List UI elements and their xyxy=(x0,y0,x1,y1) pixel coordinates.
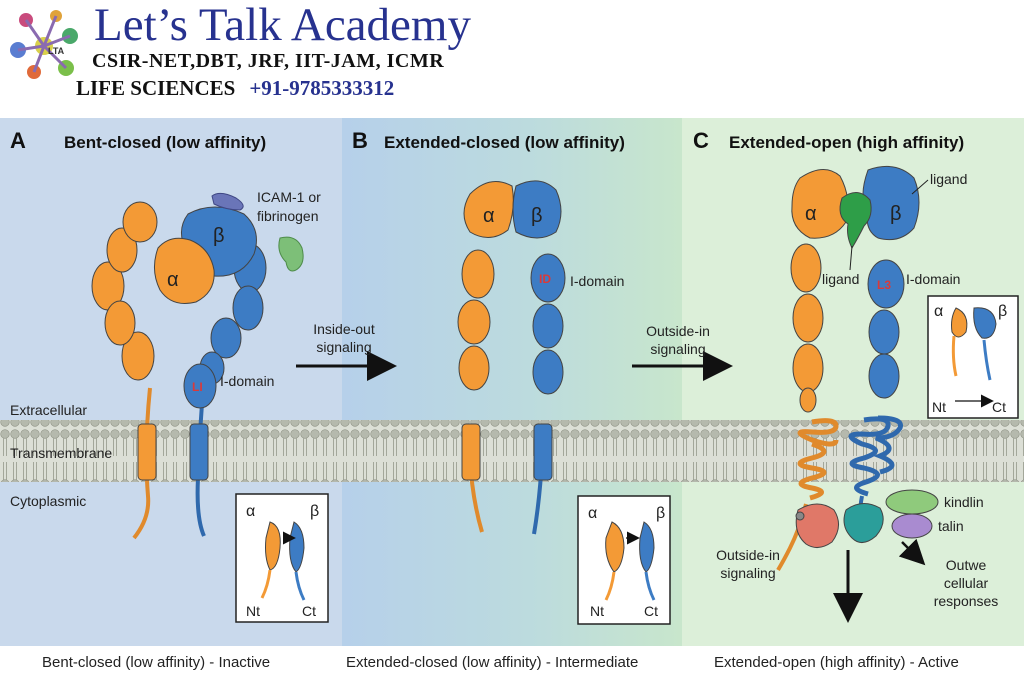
arrow-1-line2: signaling xyxy=(316,339,371,355)
inset-b-ct: Ct xyxy=(644,603,658,619)
beta-transmembrane-domain xyxy=(189,423,209,481)
inset-a-nt: Nt xyxy=(246,603,260,619)
inset-b-nt: Nt xyxy=(590,603,604,619)
ligand-mid-leader xyxy=(849,245,853,271)
panel-c-domain-tag: L3 xyxy=(877,278,891,292)
brand-phone: +91-9785333312 xyxy=(249,76,395,100)
inset-c-ct: Ct xyxy=(992,399,1006,415)
alpha-transmembrane-domain xyxy=(137,423,157,481)
arrow-2-line1: Outside-in xyxy=(646,323,710,339)
panel-a-i-domain xyxy=(183,363,217,409)
panel-c-letter: C xyxy=(693,128,709,153)
inset-a-beta: β xyxy=(310,503,319,520)
panel-b-alpha-head xyxy=(463,181,514,238)
panel-b-beta-tm xyxy=(533,423,553,481)
panel-c-title: Extended-open (high affinity) xyxy=(729,133,964,152)
panel-c-domain-label: I-domain xyxy=(906,271,960,287)
panel-a-alpha-symbol: α xyxy=(167,269,179,291)
panel-c-inset xyxy=(927,295,1019,419)
talin-shape xyxy=(891,513,933,539)
arrow-1-line1: Inside-out xyxy=(313,321,375,337)
extracellular-label: Extracellular xyxy=(10,402,87,418)
brand-line3: LIFE SCIENCES +91-9785333312 xyxy=(76,76,394,101)
caption-c: Extended-open (high affinity) - Active xyxy=(714,654,959,671)
inset-a-ct: Ct xyxy=(302,603,316,619)
panel-b-i-domain xyxy=(530,253,566,303)
brand-title: Let’s Talk Academy xyxy=(94,0,471,51)
panel-b-domain-tag: ID xyxy=(539,272,551,286)
kindlin-shape xyxy=(885,489,939,515)
responses-line1: Outwe xyxy=(946,557,987,573)
arrow-2-line2: signaling xyxy=(650,341,705,357)
kindlin-label: kindlin xyxy=(944,494,984,510)
panel-c-alpha-symbol: α xyxy=(805,203,817,225)
panel-c-ligand-top: ligand xyxy=(930,171,967,187)
panel-a-ligand-line2: fibrinogen xyxy=(257,208,319,224)
panel-a-ligand-line1: ICAM-1 or xyxy=(257,189,321,205)
panel-c-alpha-head xyxy=(791,169,849,239)
panel-b-letter: B xyxy=(352,128,368,153)
brand-subtitle: CSIR-NET,DBT, JRF, IIT-JAM, ICMR xyxy=(92,50,445,72)
lipid-bilayer xyxy=(0,420,1024,482)
panel-c-beta-symbol: β xyxy=(890,203,902,225)
ligand-top-leader xyxy=(911,179,929,195)
molecule-logo-icon: LTA xyxy=(10,10,78,79)
panel-b-inset xyxy=(577,495,671,625)
captions: Bent-closed (low affinity) - Inactive Ex… xyxy=(0,648,1024,674)
panel-c-i-domain xyxy=(867,259,905,309)
fibrinogen-ligand-shape xyxy=(278,236,304,272)
panel-c-integrin xyxy=(776,165,939,572)
panel-a-integrin xyxy=(91,201,267,540)
panel-a-beta-symbol: β xyxy=(213,225,225,247)
outside-in-label-2: signaling xyxy=(720,565,775,581)
cytoplasmic-label: Cytoplasmic xyxy=(10,493,86,509)
panel-c-ligand-shape xyxy=(839,192,872,250)
responses-line2: cellular xyxy=(944,575,989,591)
inset-c-alpha: α xyxy=(934,303,943,320)
responses-arrow xyxy=(898,538,926,566)
caption-b: Extended-closed (low affinity) - Interme… xyxy=(346,654,639,671)
panel-b-integrin xyxy=(457,180,566,535)
panel-b-title: Extended-closed (low affinity) xyxy=(384,133,625,152)
panel-a-inset xyxy=(235,493,329,623)
panel-a-domain-label: I-domain xyxy=(220,373,274,389)
transmembrane-label: Transmembrane xyxy=(10,445,112,461)
panel-a-letter: A xyxy=(10,128,26,153)
effector-teal-shape xyxy=(843,503,884,543)
logo-text: LTA xyxy=(48,46,65,56)
panel-b-alpha-tm xyxy=(461,423,481,481)
panel-a-domain-tag: LI xyxy=(192,380,203,394)
panel-b-beta-head xyxy=(512,180,562,239)
integrin-activation-diagram: A Bent-closed (low affinity) B Extended-… xyxy=(0,118,1024,646)
inset-c-nt: Nt xyxy=(932,399,946,415)
icam-ligand-shape xyxy=(211,192,244,211)
inset-c-beta: β xyxy=(998,303,1007,320)
panel-a-alpha-head xyxy=(154,237,215,304)
panel-c-ligand-mid: ligand xyxy=(822,271,859,287)
inset-b-beta: β xyxy=(656,505,665,522)
inset-b-alpha: α xyxy=(588,505,597,522)
responses-line3: responses xyxy=(934,593,999,609)
caption-a: Bent-closed (low affinity) - Inactive xyxy=(42,654,271,671)
talin-label: talin xyxy=(938,518,964,534)
panel-b-beta-symbol: β xyxy=(531,205,543,227)
panel-b-alpha-symbol: α xyxy=(483,205,495,227)
outside-in-label-1: Outside-in xyxy=(716,547,780,563)
panel-a-title: Bent-closed (low affinity) xyxy=(64,133,266,152)
panel-b-domain-label: I-domain xyxy=(570,273,624,289)
brand-discipline: LIFE SCIENCES xyxy=(76,76,236,100)
inset-a-alpha: α xyxy=(246,503,255,520)
header: LTA Let’s Talk Academy CSIR-NET,DBT, JRF… xyxy=(0,0,1024,110)
effector-red-shape xyxy=(795,503,839,548)
